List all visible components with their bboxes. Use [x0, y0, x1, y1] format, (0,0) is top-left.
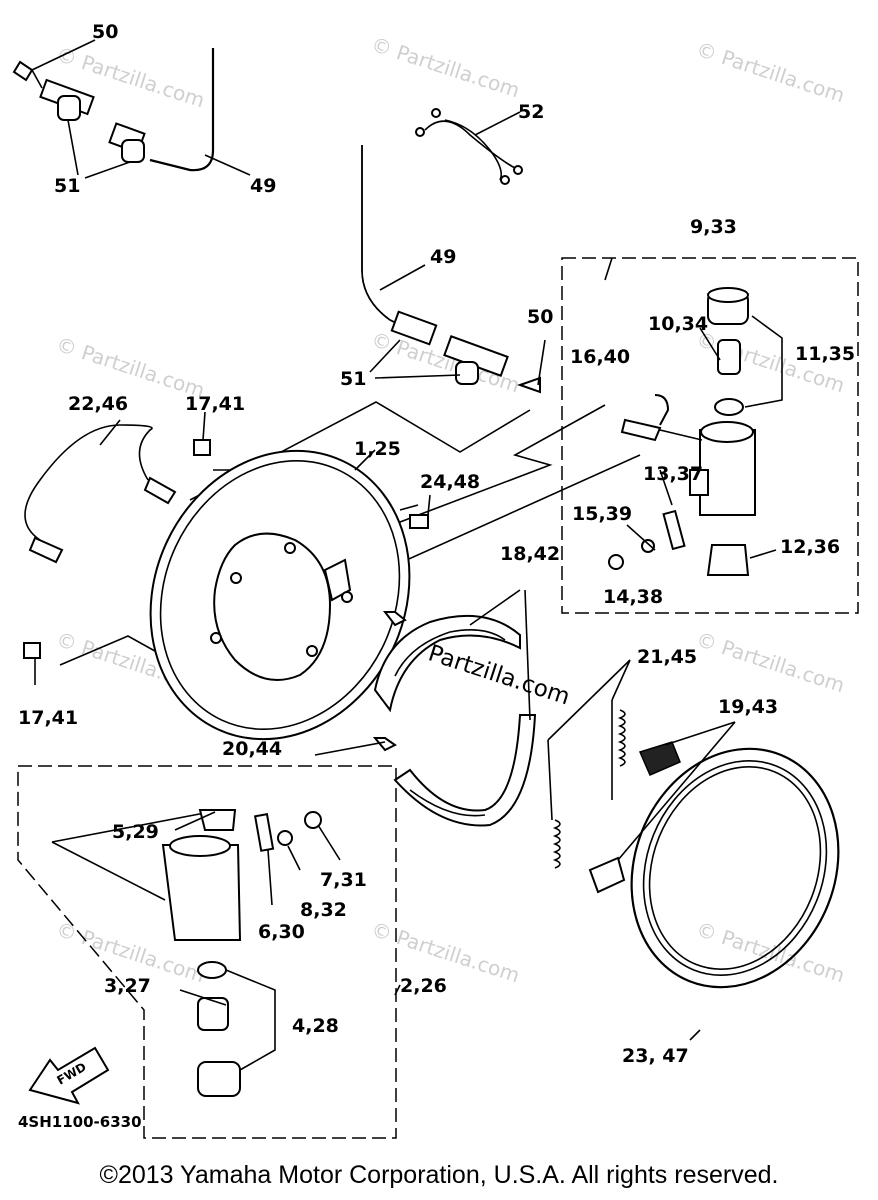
callout-labels: 50 51 49 52 9,33 49 50 10,34 11,35 51 16…	[18, 21, 855, 1131]
callout-6-30: 6,30	[258, 921, 305, 943]
brake-shoes	[373, 614, 537, 827]
callout-1-25: 1,25	[354, 438, 401, 460]
watermark: © Partzilla.com	[693, 627, 847, 698]
callout-16-40: 16,40	[570, 346, 630, 368]
callout-5-29: 5,29	[112, 821, 159, 843]
callout-11-35: 11,35	[795, 343, 855, 365]
callout-51: 51	[340, 368, 366, 390]
hose-clip-52	[415, 108, 523, 185]
callout-21-45: 21,45	[637, 646, 697, 668]
callout-22-46: 22,46	[68, 393, 128, 415]
callout-49: 49	[430, 246, 456, 268]
callout-13-37: 13,37	[643, 463, 703, 485]
callout-8-32: 8,32	[300, 899, 347, 921]
watermark: © Partzilla.com	[53, 332, 207, 403]
caliper-kit-box-right	[561, 257, 859, 614]
callout-12-36: 12,36	[780, 536, 840, 558]
callout-leaders	[354, 257, 613, 996]
callout-15-39: 15,39	[572, 503, 632, 525]
callout-49: 49	[250, 175, 276, 197]
callout-10-34: 10,34	[648, 313, 708, 335]
callout-7-31: 7,31	[320, 869, 367, 891]
callout-9-33: 9,33	[690, 216, 737, 238]
callout-2-26: 2,26	[400, 975, 447, 997]
callout-4-28: 4,28	[292, 1015, 339, 1037]
callout-3-27: 3,27	[104, 975, 151, 997]
caliper-kit-box-left	[17, 765, 397, 1139]
watermark: © Partzilla.com	[693, 37, 847, 108]
brake-backing-plate	[149, 449, 411, 741]
callout-52: 52	[518, 101, 544, 123]
caliper-right	[608, 287, 783, 576]
callout-20-44: 20,44	[222, 738, 282, 760]
caliper-left	[161, 809, 341, 1097]
callout-19-43: 19,43	[718, 696, 778, 718]
callout-17-41: 17,41	[18, 707, 78, 729]
callout-51: 51	[54, 175, 80, 197]
callout-17-41: 17,41	[185, 393, 245, 415]
fwd-arrow: FWD	[28, 1046, 110, 1105]
callout-24-48: 24,48	[420, 471, 480, 493]
callout-50: 50	[92, 21, 118, 43]
sensor-wire	[24, 419, 177, 564]
return-springs	[547, 659, 631, 869]
callout-50: 50	[527, 306, 553, 328]
brake-hose-middle	[361, 145, 546, 394]
callout-23-47: 23, 47	[622, 1045, 689, 1067]
small-hardware	[23, 411, 431, 756]
diagram-code: 4SH1100-6330	[18, 1113, 142, 1131]
copyright-notice: ©2013 Yamaha Motor Corporation, U.S.A. A…	[99, 1161, 779, 1189]
brake-drum-seal	[630, 747, 840, 1041]
brake-hose-upper	[12, 39, 251, 179]
watermark: © Partzilla.com	[368, 32, 522, 103]
pad-clips	[588, 721, 736, 894]
callout-14-38: 14,38	[603, 586, 663, 608]
callout-18-42: 18,42	[500, 543, 560, 565]
